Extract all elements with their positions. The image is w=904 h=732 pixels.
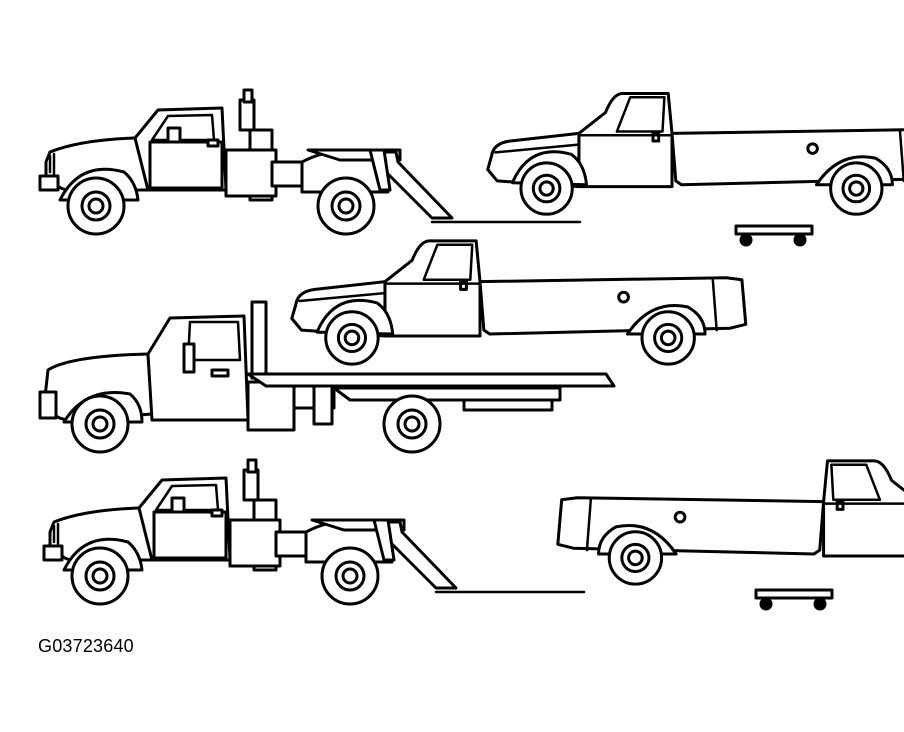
dolly (754, 588, 834, 612)
towed-pickup-reversed (556, 459, 904, 586)
dolly (734, 224, 814, 248)
scene-flatbed-carrier (40, 239, 748, 452)
figure-code: G03723640 (38, 636, 134, 656)
towed-pickup (486, 92, 904, 216)
scene-wheel-lift-tow-front-with-dollies (42, 458, 904, 612)
flatbed-truck (40, 302, 614, 452)
tow-truck (42, 458, 586, 606)
carried-pickup (290, 239, 748, 366)
scene-wheel-lift-tow-with-dollies (38, 88, 904, 248)
